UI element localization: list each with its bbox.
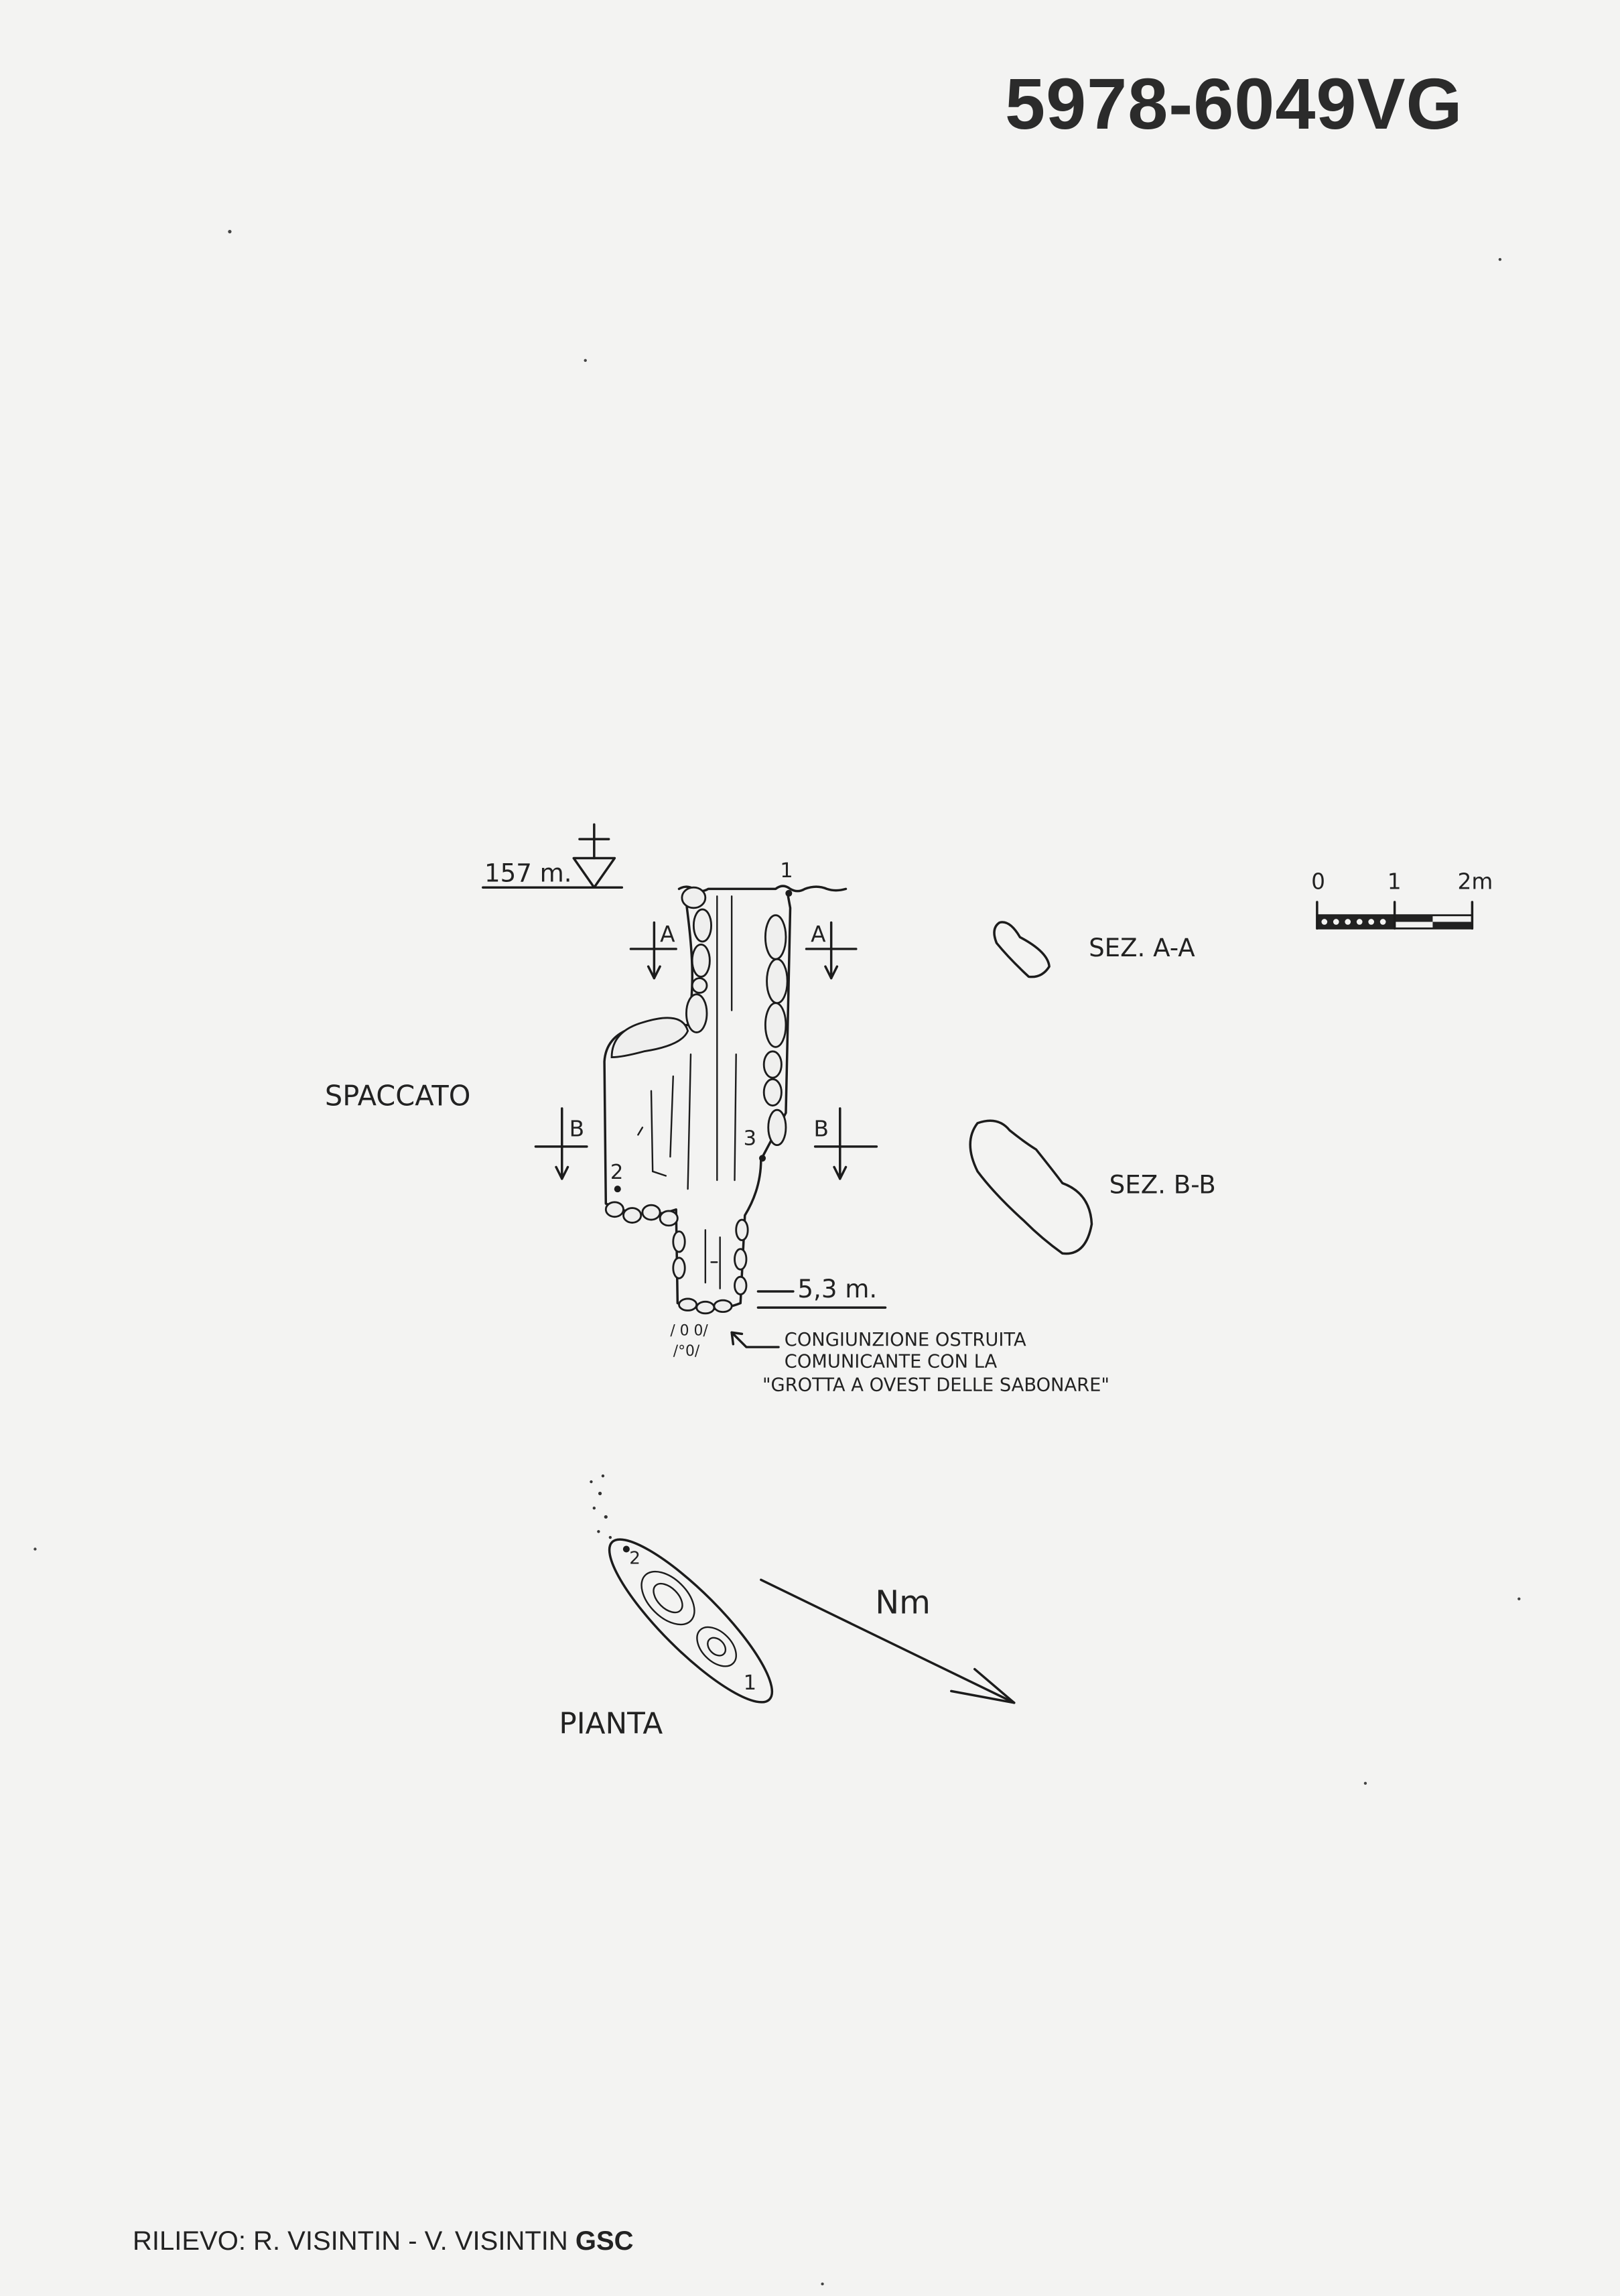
- cross-section-b-shape: [969, 1119, 1093, 1255]
- north-label: Nm: [875, 1584, 931, 1622]
- svg-text:A: A: [811, 921, 826, 947]
- cross-section-a-label: SEZ. A-A: [1089, 934, 1195, 962]
- cross-section-b-label: SEZ. B-B: [1109, 1171, 1216, 1200]
- station-3-dot: [758, 1155, 766, 1162]
- cave-profile: /°0/ / 0 0/: [603, 886, 792, 1360]
- svg-text:0: 0: [1311, 869, 1325, 894]
- station-3-label: 3: [744, 1127, 756, 1151]
- svg-text:A: A: [660, 921, 675, 947]
- svg-text:1: 1: [1388, 869, 1402, 894]
- note-line-3: "GROTTA A OVEST DELLE SABONARE": [762, 1375, 1109, 1396]
- altitude-marker: 157 m.: [482, 823, 624, 889]
- station-2-label: 2: [610, 1161, 623, 1184]
- cave-plan: 2 1: [590, 1474, 774, 1704]
- survey-group: GSC: [575, 2226, 634, 2256]
- scale-bar: 0 1 2m: [1311, 869, 1493, 930]
- debris-symbol: / 0 0/: [670, 1323, 708, 1340]
- station-2-dot: [614, 1186, 621, 1193]
- cut-marker-a-left: A: [629, 921, 677, 980]
- note-line-1: CONGIUNZIONE OSTRUITA: [785, 1330, 1026, 1350]
- profile-label: SPACCATO: [325, 1080, 471, 1112]
- cut-marker-b-left: B: [534, 1107, 588, 1180]
- entrance-altitude: 157 m.: [484, 858, 572, 887]
- debris-symbol: /°0/: [673, 1343, 700, 1360]
- svg-text:2m: 2m: [1458, 869, 1493, 894]
- svg-text:5,3 m.: 5,3 m.: [797, 1275, 877, 1303]
- note-line-2: COMUNICANTE CON LA: [785, 1352, 998, 1373]
- plan-label: PIANTA: [559, 1707, 663, 1741]
- cave-cadastre-number: 5978-6049VG: [1005, 63, 1463, 144]
- ground-surface: [677, 885, 848, 893]
- plan-station-2: 2: [629, 1548, 640, 1568]
- north-arrow: Nm: [760, 1578, 1016, 1704]
- svg-text:B: B: [569, 1117, 584, 1142]
- cross-section-a-shape: [993, 921, 1051, 978]
- paper-specks: [33, 230, 1521, 2286]
- survey-credits: RILIEVO: R. VISINTIN - V. VISINTIN GSC: [133, 2226, 634, 2256]
- svg-text:B: B: [813, 1117, 828, 1142]
- plan-station-1: 1: [744, 1671, 756, 1695]
- cut-marker-a-right: A: [805, 921, 858, 980]
- station-1-label: 1: [780, 859, 793, 883]
- cut-marker-b-right: B: [813, 1107, 878, 1180]
- note-arrow: [730, 1331, 780, 1348]
- depth-marker: 5,3 m.: [756, 1275, 887, 1309]
- surveyors: RILIEVO: R. VISINTIN - V. VISINTIN: [133, 2226, 576, 2256]
